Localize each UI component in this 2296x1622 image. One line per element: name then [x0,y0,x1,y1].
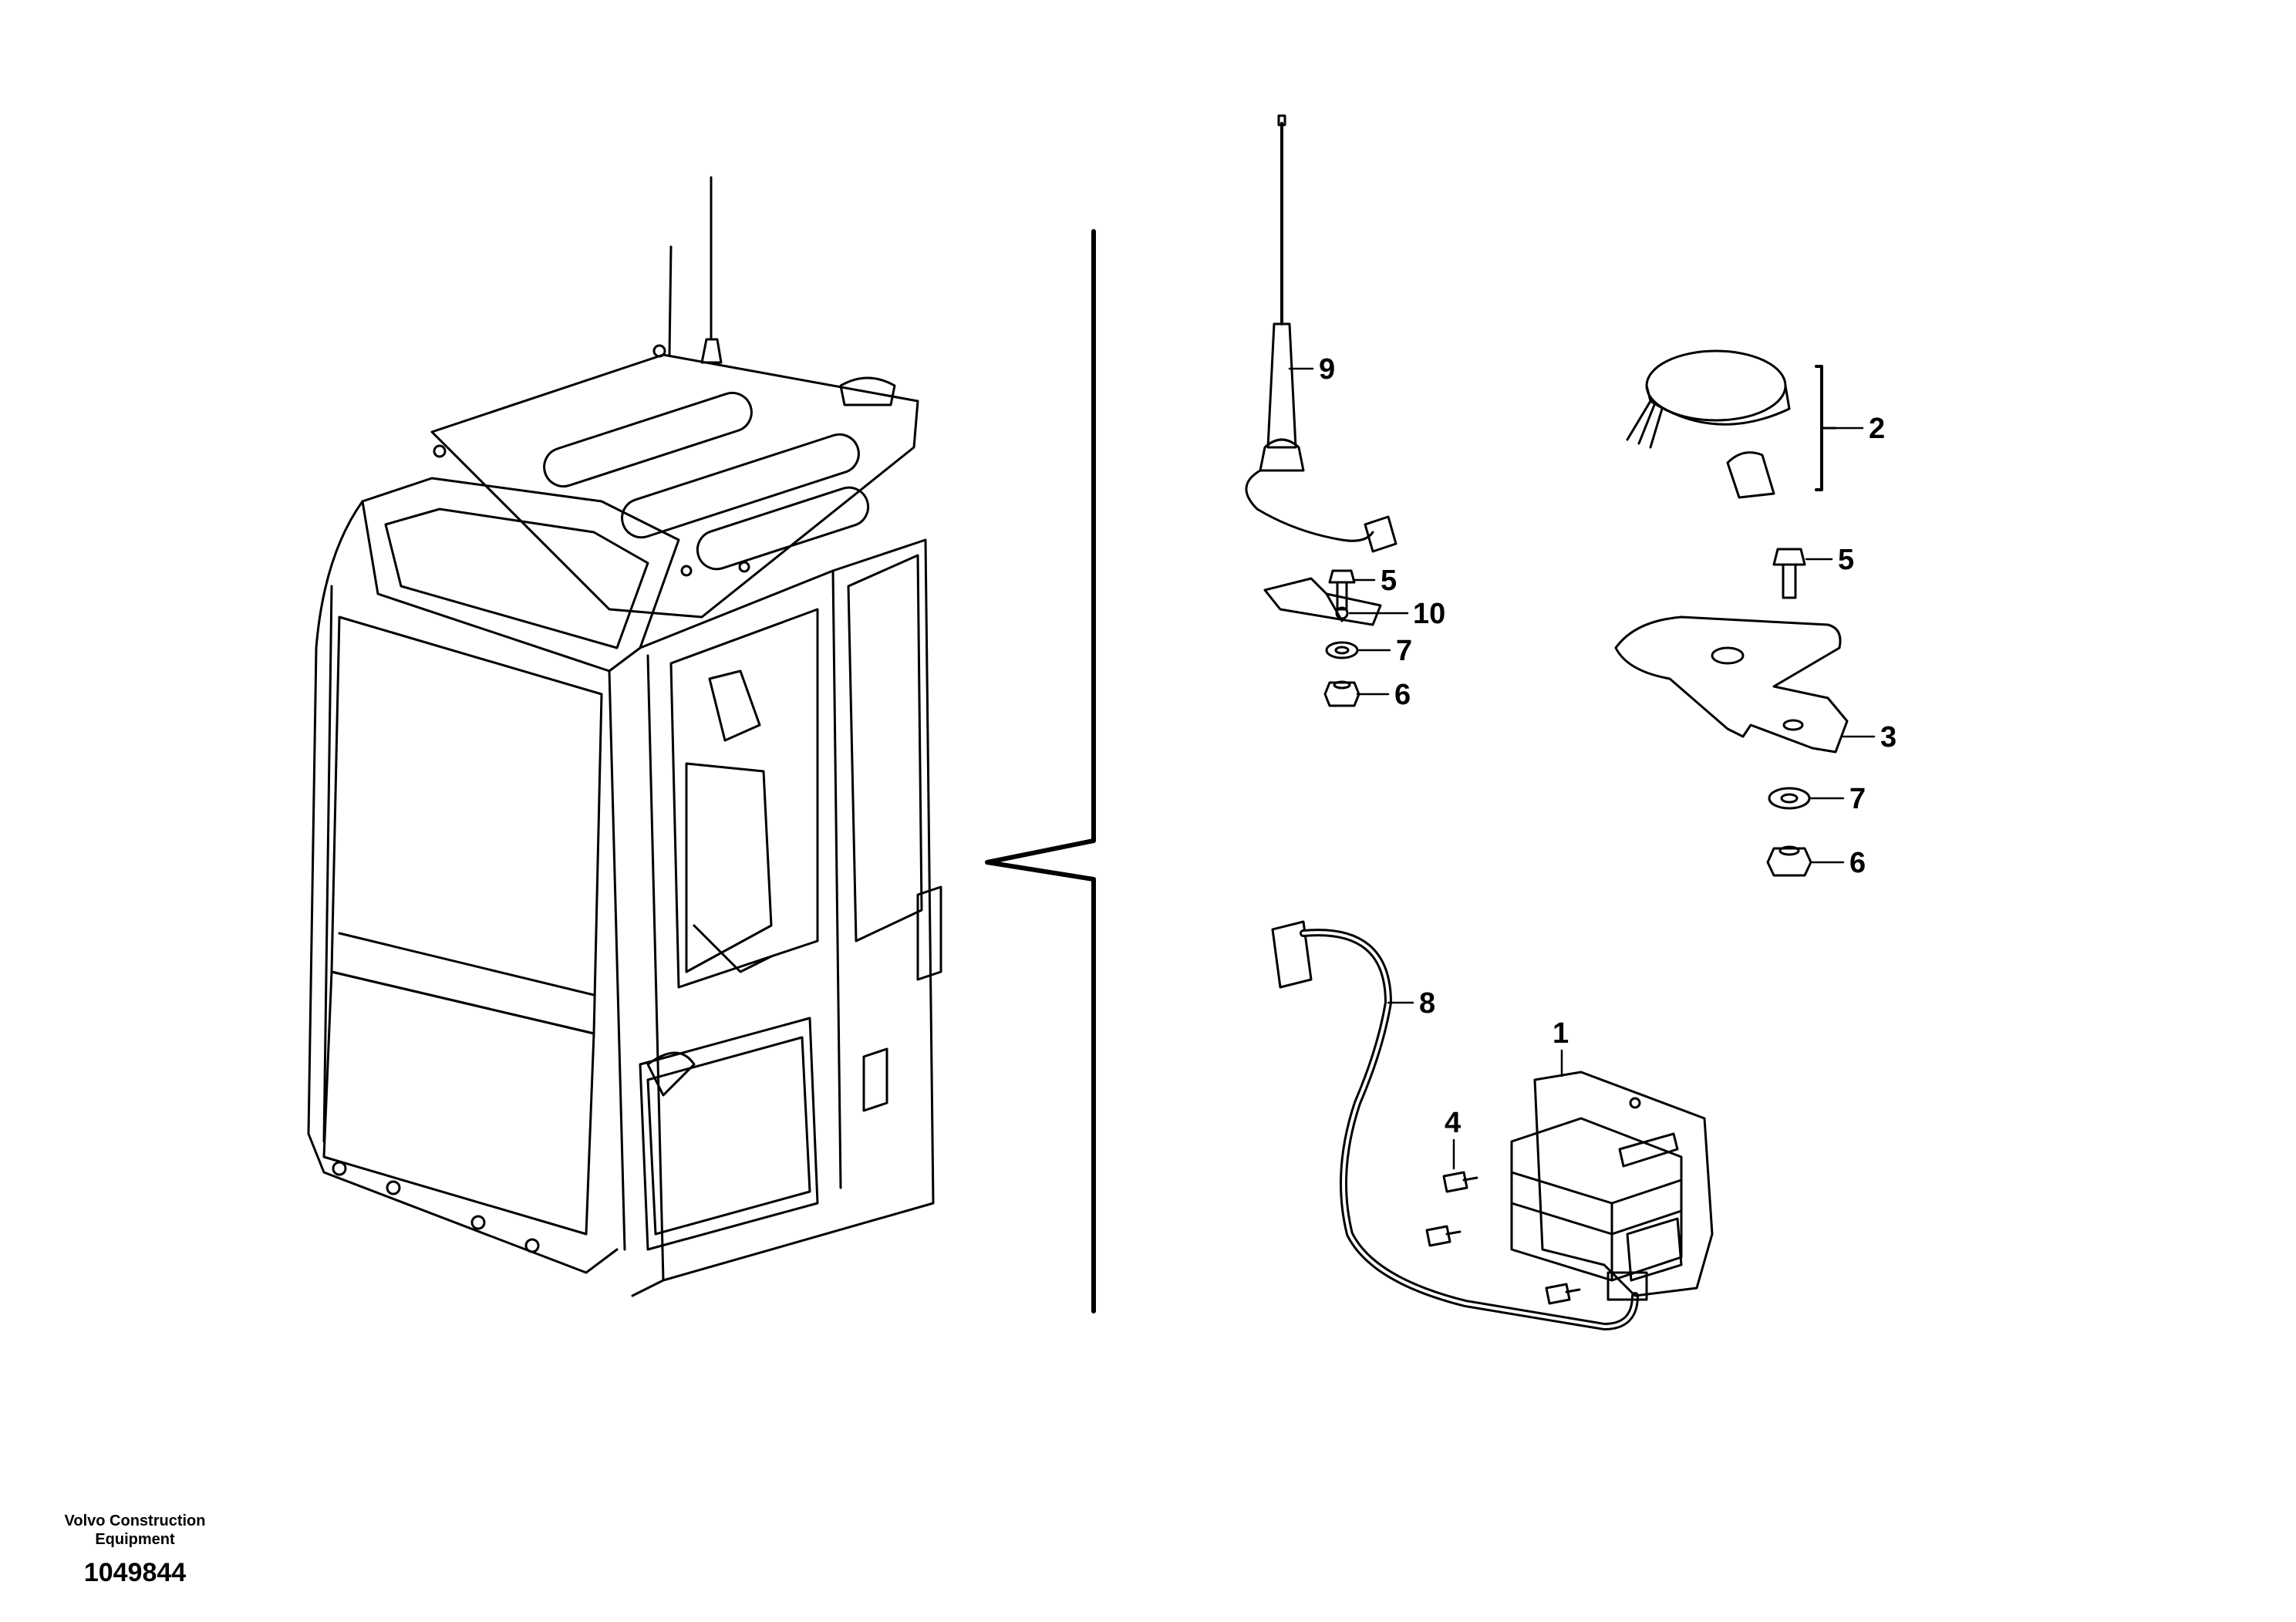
part-5-bolt-left [1328,569,1356,611]
callout-5-right: 5 [1838,544,1854,576]
callout-1: 1 [1553,1017,1569,1050]
cab-illustration [307,176,942,1297]
part-9-antenna [1245,114,1397,553]
part-8-cable [1271,920,1639,1330]
part-2-beacon [1626,349,1837,499]
part-1-control-unit [1510,1071,1714,1301]
part-3-plate [1614,615,1849,754]
footer-label: Volvo Construction Equipment 1049844 [46,1512,224,1588]
leader-lines [1288,367,1876,1170]
part-6-nut-right [1766,845,1812,877]
brand-name-line1: Volvo Construction [64,1512,206,1529]
callout-3: 3 [1880,721,1896,754]
callout-4: 4 [1445,1107,1461,1139]
callout-7-right: 7 [1849,783,1866,815]
callout-2: 2 [1869,413,1885,445]
group-bracket [985,229,1096,1313]
callout-8: 8 [1419,987,1435,1020]
callout-6-left: 6 [1394,679,1411,711]
callout-9: 9 [1319,353,1335,386]
part-4-screws [1425,1171,1581,1305]
part-5-bolt-right [1772,548,1806,599]
diagram-code: 1049844 [83,1558,187,1587]
brand-name-line2: Equipment [95,1531,175,1548]
part-10-bracket [1263,577,1382,626]
callout-5-left: 5 [1381,565,1397,597]
part-6-nut-left [1323,680,1360,707]
callout-6-right: 6 [1849,847,1866,879]
callout-10: 10 [1413,598,1445,630]
callout-7-left: 7 [1396,635,1412,667]
part-7-washer-left [1325,641,1359,659]
part-7-washer-right [1768,787,1811,810]
